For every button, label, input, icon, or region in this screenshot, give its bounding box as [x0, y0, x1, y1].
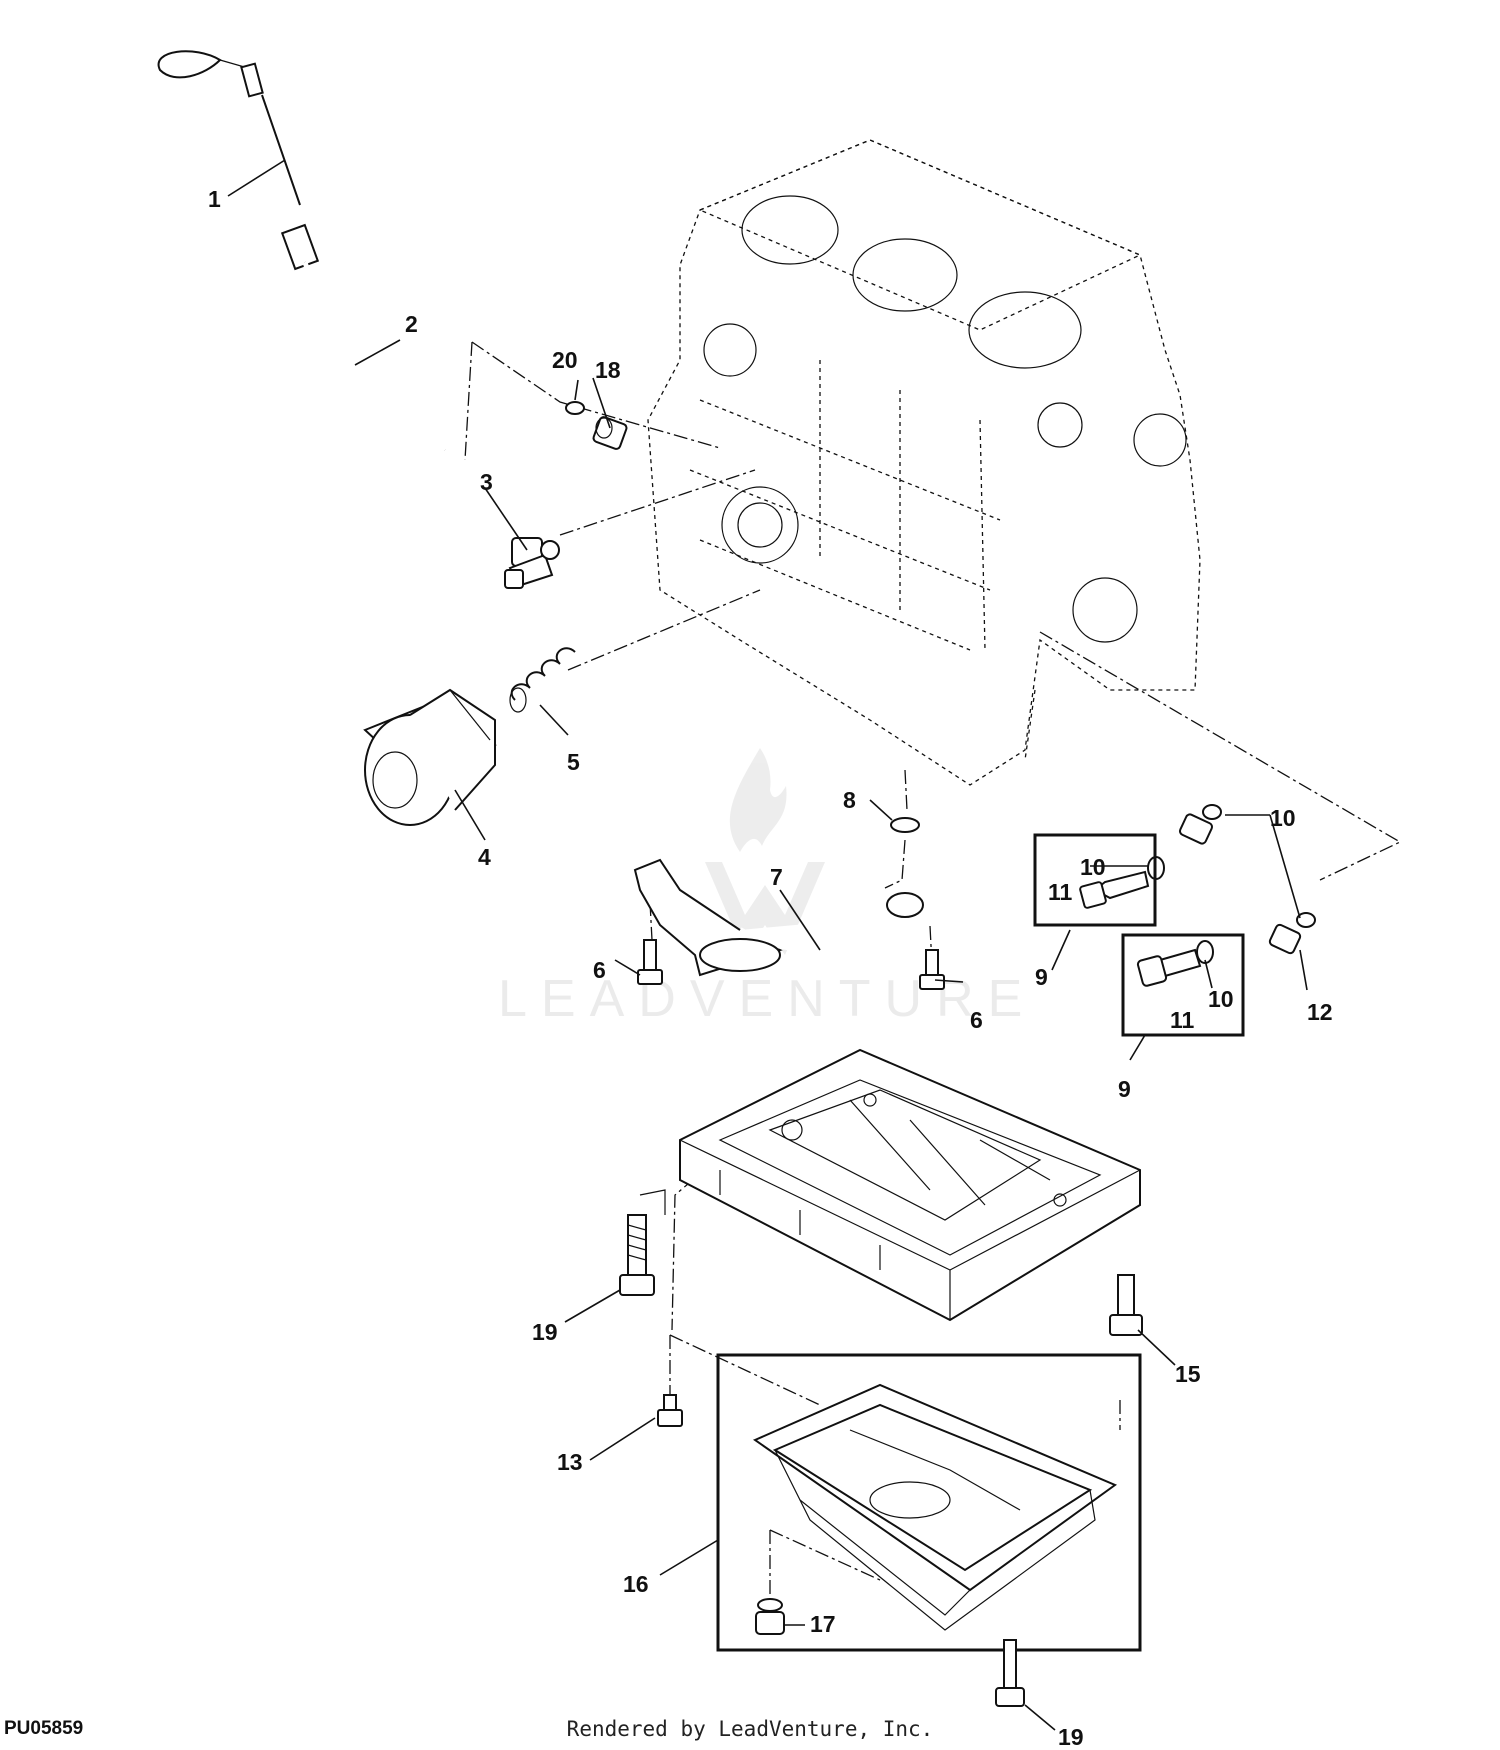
- callout-10-lower-box: 10: [1208, 986, 1234, 1012]
- callout-11-lower: 11: [1170, 1007, 1195, 1033]
- oil-pan-lower: [752, 1383, 1118, 1631]
- callout-10-upper-box: 10: [1080, 854, 1106, 880]
- callout-7: 7: [770, 864, 783, 890]
- diagram-reference-code: PU05859: [4, 1718, 84, 1739]
- callout-6-right: 6: [970, 1007, 983, 1033]
- callout-19-left: 19: [532, 1319, 558, 1345]
- fitting-18: [592, 416, 628, 450]
- dipstick-tube: [280, 223, 447, 453]
- callout-3: 3: [480, 469, 493, 495]
- callout-1: 1: [208, 186, 221, 212]
- bolt-6-left: [637, 939, 663, 985]
- kit-box-16: [716, 1353, 1142, 1652]
- bolt-15: [1109, 1274, 1143, 1336]
- watermark-logo: LEADVENTURE: [498, 748, 1036, 1028]
- bolt-6-right: [919, 949, 945, 990]
- oil-strainer: [633, 858, 924, 977]
- callout-4: 4: [478, 844, 491, 870]
- callout-11-upper: 11: [1048, 879, 1073, 905]
- dipstick: [157, 50, 301, 206]
- callout-2: 2: [405, 311, 418, 337]
- callout-5: 5: [567, 749, 580, 775]
- callout-6-left: 6: [593, 957, 606, 983]
- engine-block: [647, 139, 1201, 786]
- oring-8: [890, 817, 920, 833]
- callout-17: 17: [810, 1611, 836, 1637]
- callout-8: 8: [843, 787, 856, 813]
- oil-pan-upper: [679, 1048, 1141, 1322]
- bolt-11-upper: [1079, 870, 1150, 909]
- drain-plug-17: [755, 1598, 785, 1635]
- callout-19-bottom: 19: [1058, 1724, 1084, 1750]
- callout-9-upper: 9: [1035, 964, 1048, 990]
- oil-pressure-switch: [504, 537, 560, 589]
- relief-spring: [509, 647, 576, 713]
- callouts: 1 2 3 4 5 6 6 7 8 9 9 10 10 10 10 11 11 …: [208, 186, 1333, 1750]
- bolt-11-lower: [1136, 948, 1202, 987]
- oring-20: [565, 401, 585, 415]
- bolt-19-left: [619, 1189, 666, 1296]
- kit-box-9-lower: [1121, 933, 1245, 1037]
- plug-13: [657, 1394, 683, 1427]
- oil-filter: [363, 688, 497, 826]
- callout-10-top: 10: [1270, 805, 1296, 831]
- callout-20: 20: [552, 347, 578, 373]
- kit-box-9-upper: [1033, 833, 1157, 927]
- callout-18: 18: [595, 357, 621, 383]
- callout-15: 15: [1175, 1361, 1201, 1387]
- washers-10: [1147, 804, 1316, 964]
- leader-lines: [227, 159, 1308, 1731]
- watermark-text: LEADVENTURE: [498, 970, 1036, 1028]
- callout-9-lower: 9: [1118, 1076, 1131, 1102]
- callout-13: 13: [557, 1449, 583, 1475]
- footer-credit: Rendered by LeadVenture, Inc.: [566, 1717, 934, 1741]
- callout-16: 16: [623, 1571, 649, 1597]
- oil-pipe-12: [1178, 813, 1311, 955]
- bolt-19-bottom: [995, 1639, 1025, 1707]
- callout-12: 12: [1307, 999, 1333, 1025]
